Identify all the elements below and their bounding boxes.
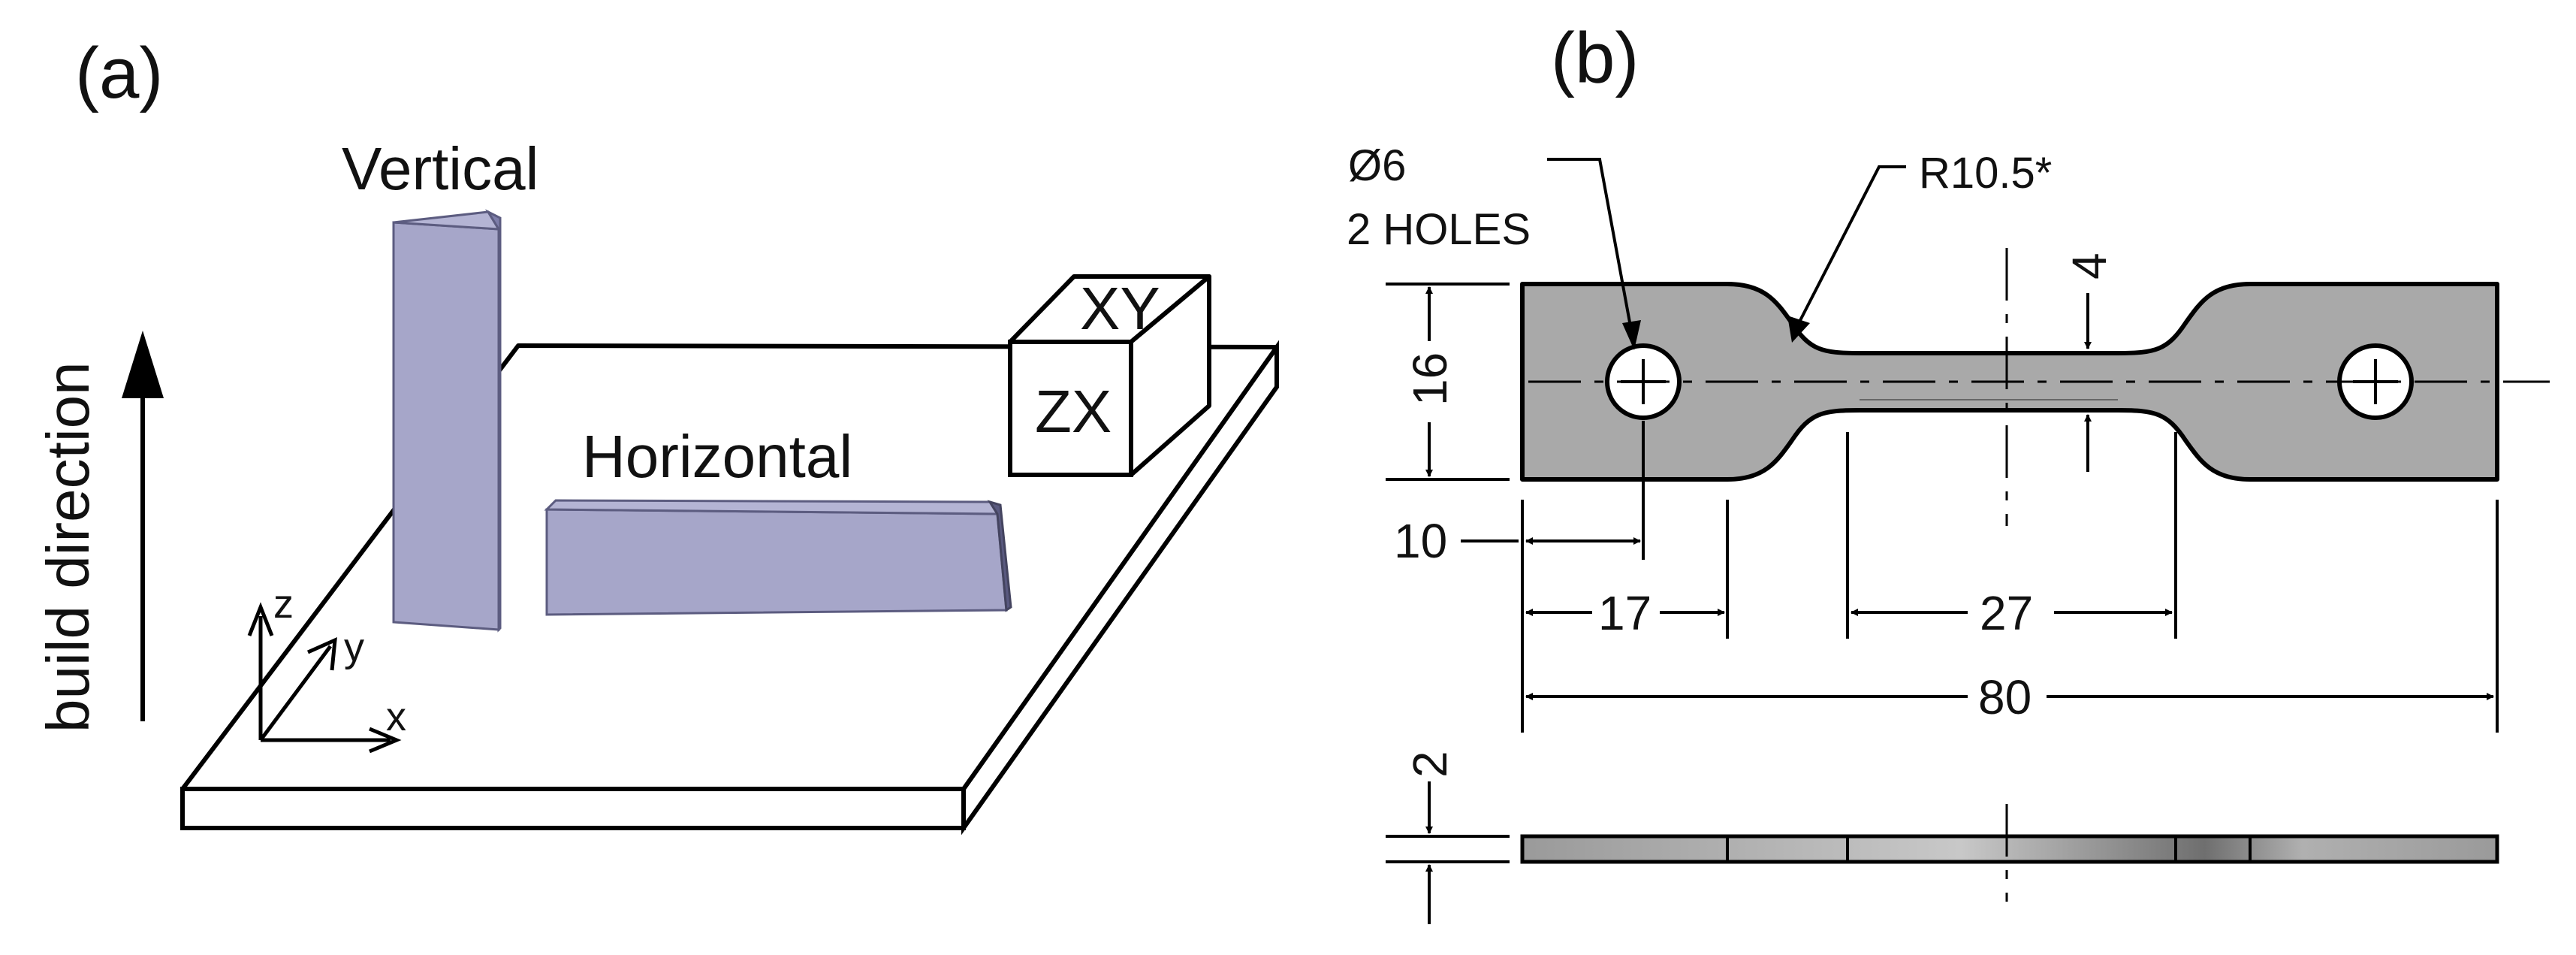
panel-a-label: (a) <box>75 33 163 113</box>
horizontal-label: Horizontal <box>582 423 852 490</box>
panel-b: (b) Ø6 2 HOLES R10.5* <box>1347 18 2550 924</box>
gauge-width-4-label: 4 <box>2062 252 2116 280</box>
width-16-label: 16 <box>1403 352 1457 406</box>
radius-leader <box>1787 165 1906 343</box>
gauge-27-label: 27 <box>1980 586 2033 640</box>
orientation-cube <box>1008 274 1211 477</box>
hole-count-label: 2 HOLES <box>1347 205 1531 254</box>
axis-z-label: z <box>273 582 294 627</box>
total-80-label: 80 <box>1978 670 2032 724</box>
dim-2 <box>1386 781 1510 924</box>
build-direction-arrow <box>122 331 164 721</box>
axis-x-label: x <box>386 694 406 739</box>
thickness-2-label: 2 <box>1403 751 1457 778</box>
grip-17-label: 17 <box>1598 586 1651 640</box>
panel-a: (a) build direction Vertical Horizontal <box>35 33 1279 836</box>
hole-offset-10-label: 10 <box>1394 514 1447 568</box>
cube-front-label: ZX <box>1035 378 1112 445</box>
radius-label: R10.5* <box>1919 149 2052 198</box>
cube-top-label: XY <box>1080 275 1160 342</box>
coordinate-axes <box>247 602 402 754</box>
vertical-specimen-bar <box>392 209 502 633</box>
horizontal-specimen-bar <box>544 499 1012 616</box>
vertical-label: Vertical <box>342 135 538 202</box>
side-view-specimen <box>1520 834 2499 864</box>
hole-diameter-label: Ø6 <box>1348 141 1406 190</box>
panel-b-label: (b) <box>1551 18 1639 98</box>
dim-16 <box>1386 283 1510 481</box>
build-direction-label: build direction <box>35 361 101 733</box>
hole-leader <box>1547 158 1641 350</box>
axis-y-label: y <box>344 625 364 670</box>
